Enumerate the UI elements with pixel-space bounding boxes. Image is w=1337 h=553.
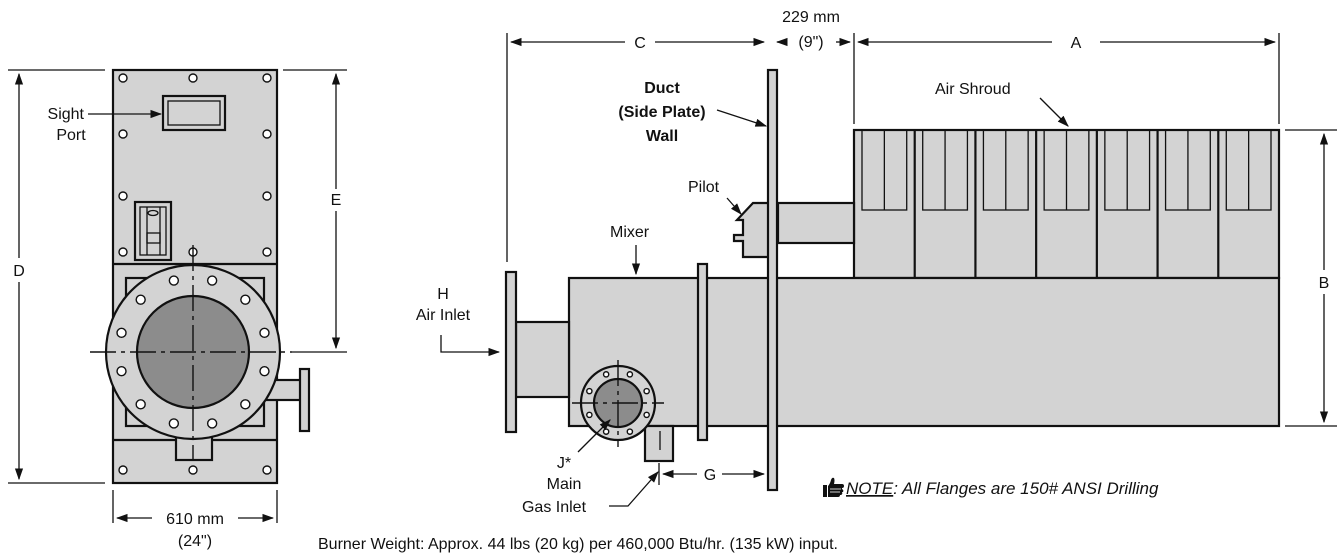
- flange-bolt-hole: [259, 327, 270, 339]
- duct-label-line1: Duct: [644, 80, 680, 97]
- main-label: Main: [547, 476, 582, 493]
- flange-bolt-hole: [168, 275, 180, 286]
- j-label: J*: [557, 455, 571, 472]
- dimension-g: G: [658, 463, 766, 485]
- air-shroud-section: [922, 129, 969, 211]
- wall-gap-in-label: (9"): [798, 34, 823, 51]
- pointing-hand-icon: [823, 477, 844, 497]
- flange-bolt-hole: [116, 327, 127, 339]
- width-mm-label: 610 mm: [166, 511, 224, 528]
- flange-bolt-hole: [135, 294, 146, 305]
- wall-gap-mm-label: 229 mm: [782, 9, 840, 26]
- flange-bolt-hole: [240, 399, 251, 410]
- gas-flange-bolt-hole: [586, 411, 593, 419]
- pilot-tube: [776, 201, 856, 245]
- h-label: H: [437, 286, 449, 303]
- dimension-d: D: [8, 69, 105, 484]
- sight-port-label-line1: Sight: [48, 106, 85, 123]
- inlet-neck: [514, 320, 571, 399]
- flange-bolt-hole: [168, 418, 180, 429]
- pilot-callout: Pilot: [688, 179, 742, 215]
- air-inlet-callout: H Air Inlet: [416, 286, 501, 357]
- burner-body: [567, 276, 1281, 428]
- flange-note: NOTE: All Flanges are 150# ANSI Drilling: [823, 477, 1159, 498]
- pilot-bracket: [133, 200, 173, 262]
- mixer-flange: [696, 262, 709, 442]
- gas-flange-bolt-hole: [643, 387, 650, 395]
- gas-inlet-label: Gas Inlet: [522, 499, 587, 516]
- gas-flange-bolt-hole: [626, 428, 634, 435]
- duct-label-line3: Wall: [646, 128, 678, 145]
- air-shroud-callout: Air Shroud: [935, 81, 1069, 127]
- pilot-label: Pilot: [688, 179, 720, 196]
- flange-bolt-hole: [206, 275, 218, 286]
- air-inlet-flange-side: [504, 270, 518, 434]
- note-text: : All Flanges are 150# ANSI Drilling: [893, 479, 1159, 498]
- flange-bolt-hole: [135, 399, 146, 410]
- air-shroud-section: [861, 129, 908, 211]
- duct-wall-callout: Duct (Side Plate) Wall: [618, 80, 768, 145]
- sight-port: [161, 94, 227, 132]
- duct-label-line2: (Side Plate): [618, 104, 705, 121]
- dim-c-label: C: [634, 35, 646, 52]
- air-shroud-label: Air Shroud: [935, 81, 1011, 98]
- flange-bolt-hole: [206, 418, 218, 429]
- burner-weight-text: Burner Weight: Approx. 44 lbs (20 kg) pe…: [318, 536, 838, 553]
- flange-bolt-hole: [116, 365, 127, 377]
- side-view: [504, 68, 1281, 492]
- width-in-label: (24"): [178, 533, 212, 550]
- air-shroud-section: [1225, 129, 1272, 211]
- note-keyword: NOTE: [846, 479, 894, 498]
- dim-b-label: B: [1319, 275, 1330, 292]
- dimension-e: E: [283, 69, 347, 353]
- gas-flange-bolt-hole: [602, 428, 610, 435]
- sight-port-callout: Sight Port: [48, 106, 163, 144]
- gas-flange-bolt-hole: [586, 387, 593, 395]
- air-shroud-section: [1164, 129, 1211, 211]
- gas-flange-bolt-hole: [626, 371, 634, 378]
- dimension-width: 610 mm (24"): [112, 490, 278, 550]
- top-dimensions: C 229 mm (9") A: [506, 9, 1280, 262]
- dim-a-label: A: [1071, 35, 1082, 52]
- main-gas-inlet-callout: J* Main Gas Inlet: [522, 419, 659, 516]
- air-shroud-section: [982, 129, 1029, 211]
- dim-g-label: G: [704, 467, 716, 484]
- svg-text:NOTE: All Flanges are 150# ANS: NOTE: All Flanges are 150# ANSI Drilling: [846, 479, 1159, 498]
- dim-d-label: D: [13, 263, 25, 280]
- gas-flange-bolt-hole: [643, 411, 650, 419]
- air-shroud-section: [1043, 129, 1090, 211]
- flange-bolt-hole: [259, 365, 270, 377]
- air-shroud-section: [1104, 129, 1151, 211]
- dim-e-label: E: [331, 192, 342, 209]
- mixer-callout: Mixer: [610, 224, 650, 276]
- mixer-label: Mixer: [610, 224, 650, 241]
- dimension-b: B: [1285, 129, 1337, 427]
- sight-port-label-line2: Port: [56, 127, 86, 144]
- front-view: [90, 68, 311, 485]
- duct-side-plate-wall: [766, 68, 779, 492]
- air-inlet-label: Air Inlet: [416, 307, 471, 324]
- flange-bolt-hole: [240, 294, 251, 305]
- gas-flange-bolt-hole: [602, 371, 610, 378]
